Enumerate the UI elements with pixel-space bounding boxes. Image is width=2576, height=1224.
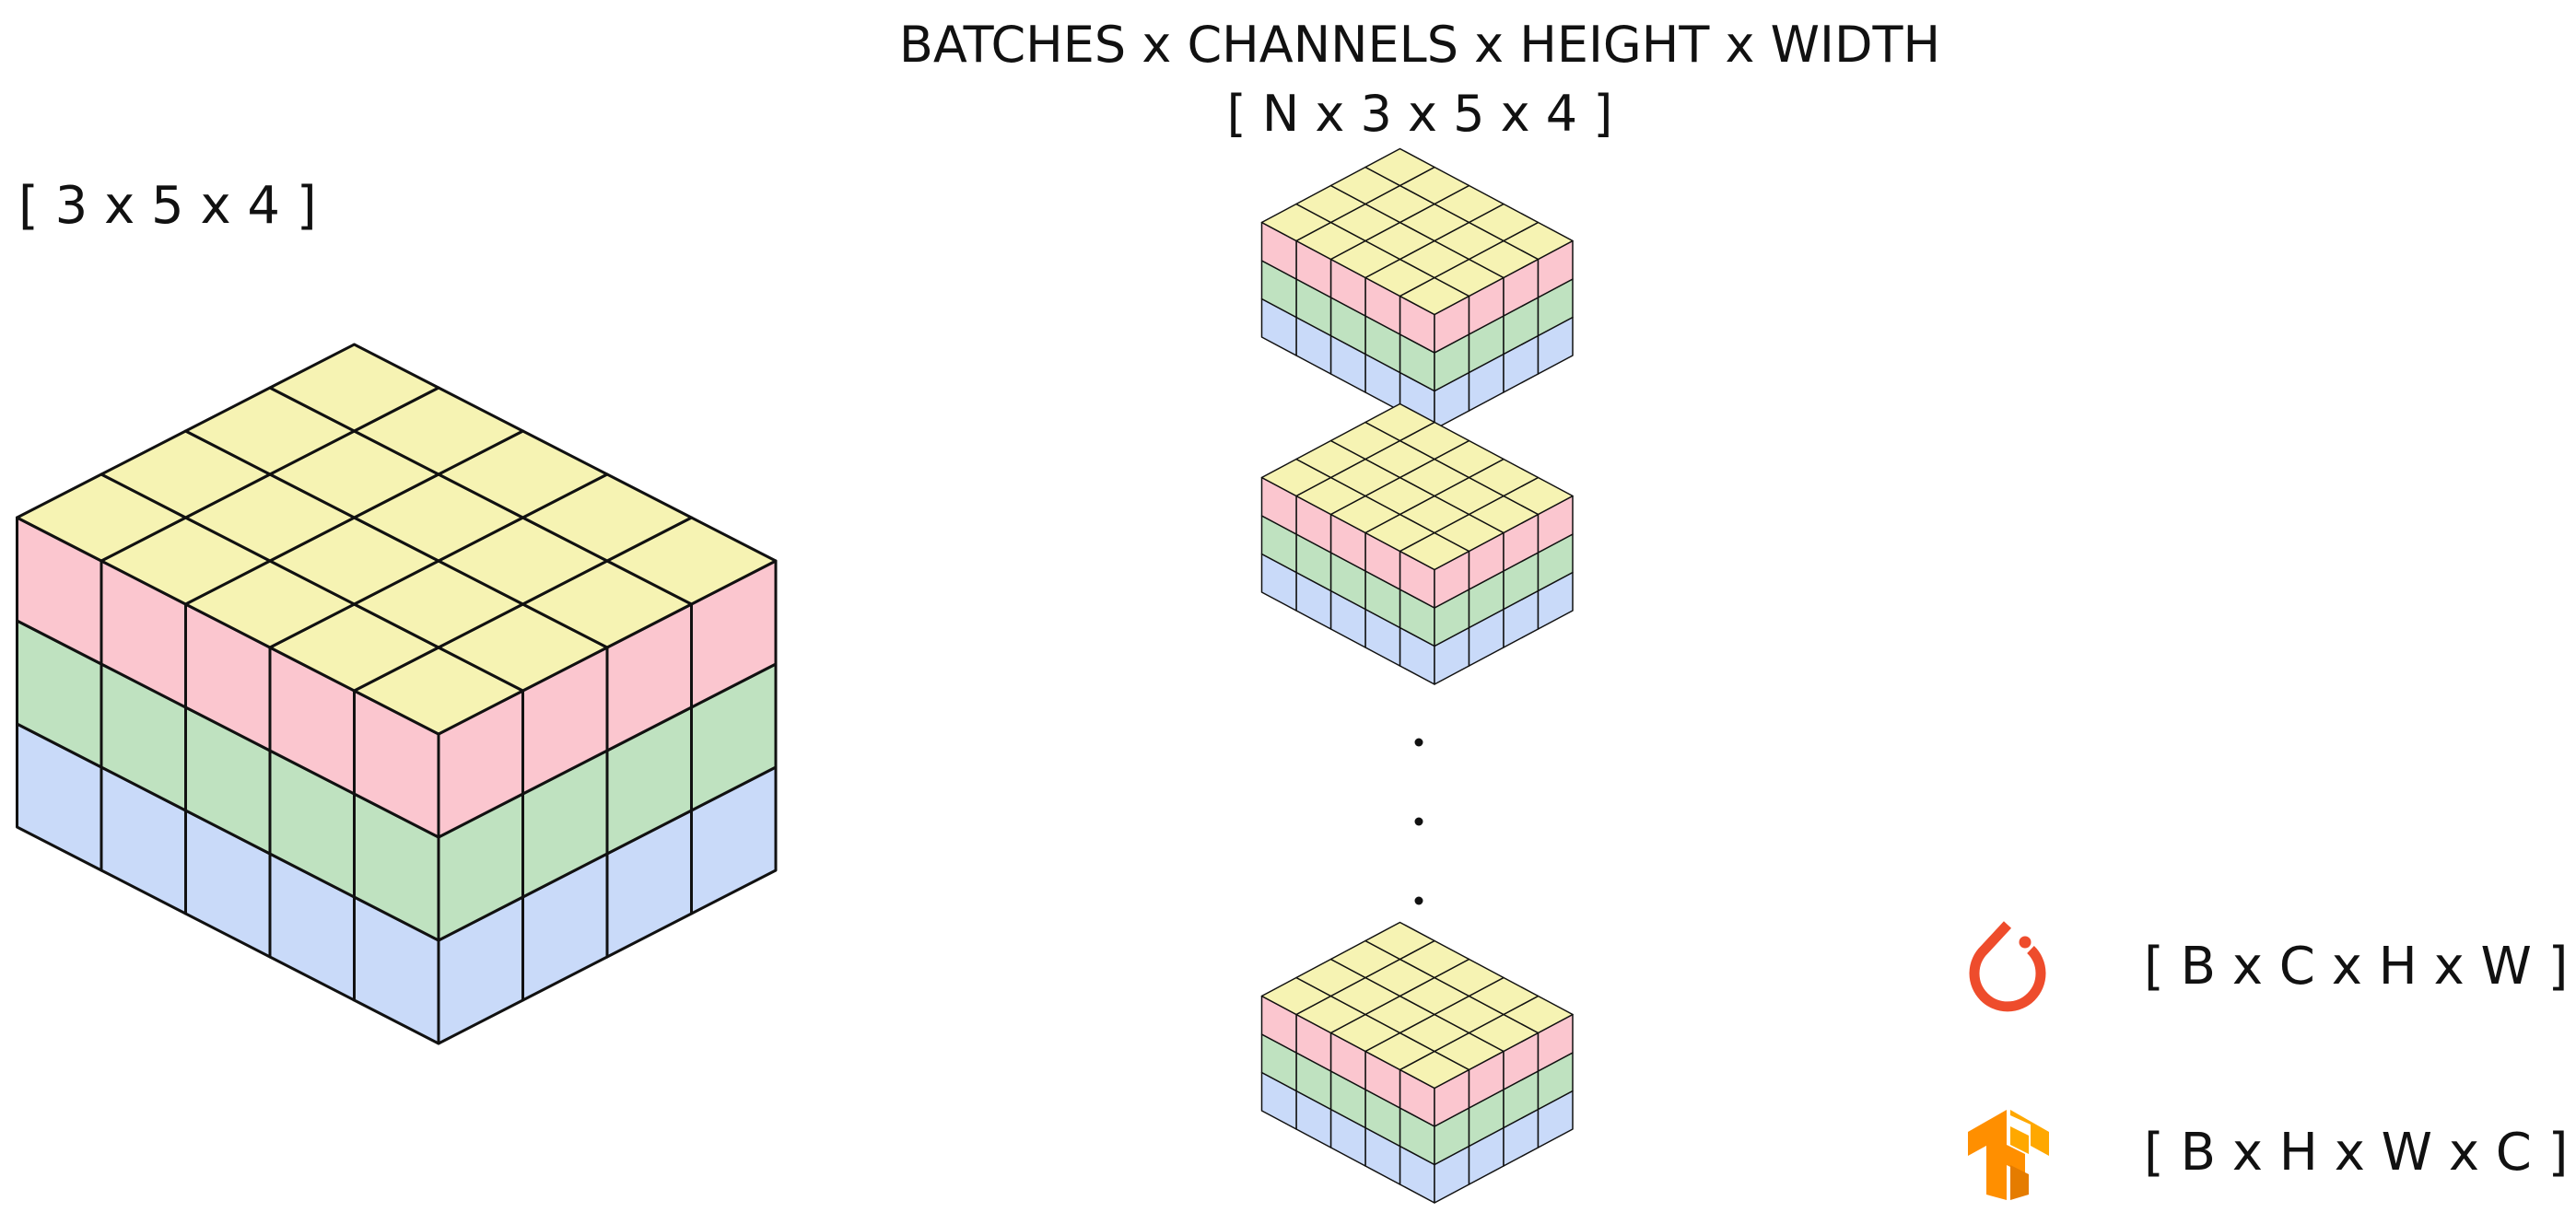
single-tensor-cube xyxy=(16,343,778,1045)
pytorch-layout-label: [ B x C x H x W ] xyxy=(2144,937,2569,997)
pytorch-icon xyxy=(1969,921,2046,1012)
tensor-cell xyxy=(1364,147,1435,187)
batch-tensor-cube xyxy=(1260,147,1574,430)
tensorflow-layout-label: [ B x H x W x C ] xyxy=(2144,1123,2569,1183)
batch-tensor-cube xyxy=(1260,921,1574,1204)
batch-shape-label: [ N x 3 x 5 x 4 ] xyxy=(1226,85,1613,143)
ellipsis-dot xyxy=(1414,896,1423,905)
single-tensor-shape-label: [ 3 x 5 x 4 ] xyxy=(18,176,317,236)
ellipsis-dot xyxy=(1414,817,1423,826)
tensor-cell xyxy=(1364,402,1435,442)
diagram-title: BATCHES x CHANNELS x HEIGHT x WIDTH xyxy=(898,16,1941,74)
batch-ellipsis xyxy=(1414,738,1423,905)
tensorflow-icon xyxy=(1968,1110,2049,1200)
batch-tensor-cube xyxy=(1260,402,1574,685)
tensor-cell xyxy=(1364,921,1435,961)
tensor-cell xyxy=(268,343,440,433)
ellipsis-dot xyxy=(1414,738,1423,747)
